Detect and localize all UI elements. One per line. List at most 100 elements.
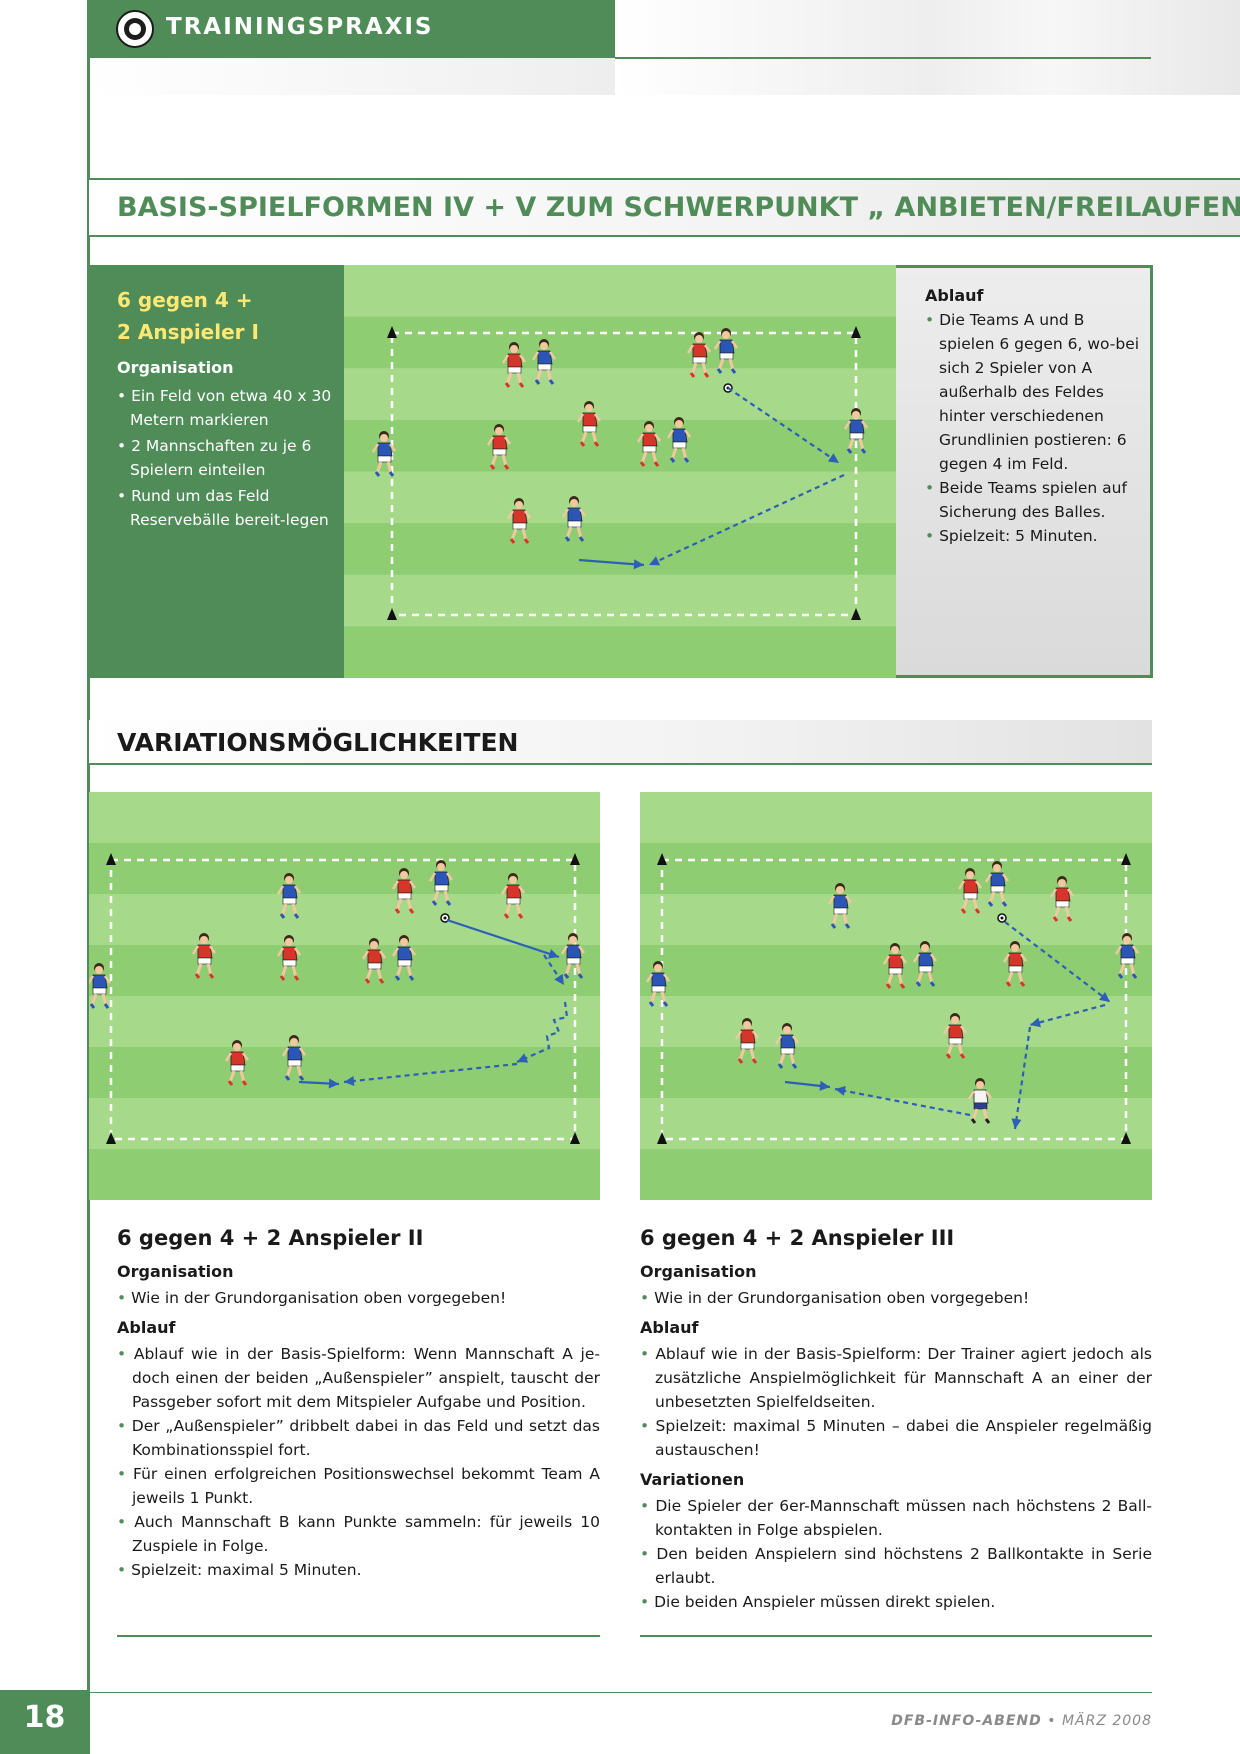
arrow-head [1030, 1017, 1041, 1028]
player-blue-icon [1114, 933, 1140, 979]
arrow-head [649, 556, 661, 566]
main-title-top-rule [89, 178, 1240, 180]
grass-stripe [344, 368, 896, 421]
list-item: Wie in der Grundorganisation oben vorgeg… [117, 1286, 600, 1310]
variation-3-variationen-label: Variationen [640, 1470, 745, 1489]
arrow-head [344, 1075, 355, 1086]
basis-organisation-list: Ein Feld von etwa 40 x 30 Metern markier… [117, 384, 337, 534]
trainer-icon [967, 1078, 993, 1124]
variation-2-ablauf-list: Ablauf wie in der Basis-Spielform: Wenn … [117, 1342, 600, 1582]
player-blue-icon [89, 963, 112, 1009]
player-red-icon [191, 933, 217, 979]
player-blue-icon [428, 860, 454, 906]
grass-stripe [89, 894, 600, 946]
page-title: BASIS-SPIELFORMEN IV + V ZUM SCHWERPUNKT… [117, 192, 1240, 223]
cone-icon [657, 853, 667, 865]
variation-3-ablauf-list: Ablauf wie in der Basis-Spielform: Der T… [640, 1342, 1152, 1462]
arrow-head [517, 1053, 529, 1063]
player-red-icon [882, 943, 908, 989]
page-number: 18 [23, 1700, 66, 1735]
arrow-head [819, 1080, 830, 1091]
header-bar [88, 0, 615, 58]
grass-stripe [640, 1098, 1152, 1150]
list-item: 2 Mannschaften zu je 6 Spielern einteile… [117, 434, 337, 482]
player-red-icon [636, 421, 662, 467]
field-boundary [390, 331, 858, 617]
list-item: Ablauf wie in der Basis-Spielform: Der T… [640, 1342, 1152, 1414]
player-blue-icon [561, 496, 587, 542]
variation-2-organisation-list: Wie in der Grundorganisation oben vorgeg… [117, 1286, 600, 1310]
player-blue-icon [276, 873, 302, 919]
cone-icon [387, 608, 397, 620]
player-red-icon [734, 1018, 760, 1064]
arrow-head [328, 1078, 339, 1089]
player-blue-icon [984, 861, 1010, 907]
basis-title-line1: 6 gegen 4 + [117, 288, 253, 312]
cone-icon [570, 853, 580, 865]
list-item: Den beiden Anspielern sind höchstens 2 B… [640, 1542, 1152, 1590]
cone-icon [1121, 1132, 1131, 1144]
pass-arrow [446, 918, 560, 959]
grass-stripe [89, 1098, 600, 1150]
player-blue-icon [827, 883, 853, 929]
player-blue-icon [531, 339, 557, 385]
list-item: Spielzeit: maximal 5 Minuten. [117, 1558, 600, 1582]
grass-stripe [640, 894, 1152, 946]
grass-stripe [344, 626, 896, 678]
player-blue-icon [843, 408, 869, 454]
player-red-icon [224, 1040, 250, 1086]
arrow-head [835, 1085, 846, 1096]
grass-stripe [344, 471, 896, 525]
list-item: Spielzeit: maximal 5 Minuten – dabei die… [640, 1414, 1152, 1462]
basis-field-diagram [344, 265, 896, 678]
variations-title-rule [89, 763, 1152, 765]
list-item: Für einen erfolgreichen Positionswechsel… [117, 1462, 600, 1510]
grass-stripe [640, 843, 1152, 895]
arrow-head [1099, 991, 1110, 1002]
basis-title: 6 gegen 4 + 2 Anspieler I [117, 284, 337, 348]
player-red-icon [576, 401, 602, 447]
basis-title-line2: 2 Anspieler I [117, 320, 259, 344]
basis-organisation-label: Organisation [117, 358, 234, 377]
header-background [615, 0, 1240, 95]
column-2-bottom-rule [117, 1635, 600, 1637]
footer-date: MÄRZ 2008 [1061, 1713, 1152, 1729]
grass-stripe [640, 1047, 1152, 1099]
variation-2-title: 6 gegen 4 + 2 Anspieler II [117, 1226, 424, 1250]
variation-2-field-diagram [89, 792, 600, 1200]
variation-3-organisation-list: Wie in der Grundorganisation oben vorgeg… [640, 1286, 1152, 1310]
player-red-icon [361, 938, 387, 984]
main-title-band [89, 180, 1240, 235]
player-red-icon [957, 868, 983, 914]
player-blue-icon [713, 328, 739, 374]
player-blue-icon [371, 431, 397, 477]
arrow-head [633, 559, 644, 570]
grass-stripe [344, 265, 896, 318]
cone-icon [851, 608, 861, 620]
cone-icon [387, 326, 397, 338]
basis-ablauf-list: Die Teams A und B spielen 6 gegen 6, wo-… [925, 308, 1140, 548]
variation-3-ablauf-label: Ablauf [640, 1318, 699, 1337]
player-blue-icon [774, 1023, 800, 1069]
player-red-icon [391, 868, 417, 914]
player-red-icon [501, 342, 527, 388]
grass-stripe [344, 574, 896, 628]
footer-separator: • [1047, 1713, 1057, 1729]
grass-stripe [344, 316, 896, 370]
left-margin-rule [87, 0, 90, 1754]
basis-ablauf-label: Ablauf [925, 286, 984, 305]
player-blue-icon [645, 961, 671, 1007]
player-red-icon [486, 424, 512, 470]
player-red-icon [686, 332, 712, 378]
variation-2-organisation-label: Organisation [117, 1262, 234, 1281]
grass-stripe [344, 523, 896, 576]
grass-stripe [89, 996, 600, 1048]
cone-icon [851, 326, 861, 338]
cone-icon [1121, 853, 1131, 865]
pass-arrow [1004, 921, 1111, 1003]
list-item: Ein Feld von etwa 40 x 30 Metern markier… [117, 384, 337, 432]
list-item: Rund um das Feld Reservebälle bereit-leg… [117, 484, 337, 532]
ball-icon-center [1000, 916, 1004, 920]
section-title: TRAININGSPRAXIS [166, 14, 434, 40]
grass-stripe [89, 1047, 600, 1099]
